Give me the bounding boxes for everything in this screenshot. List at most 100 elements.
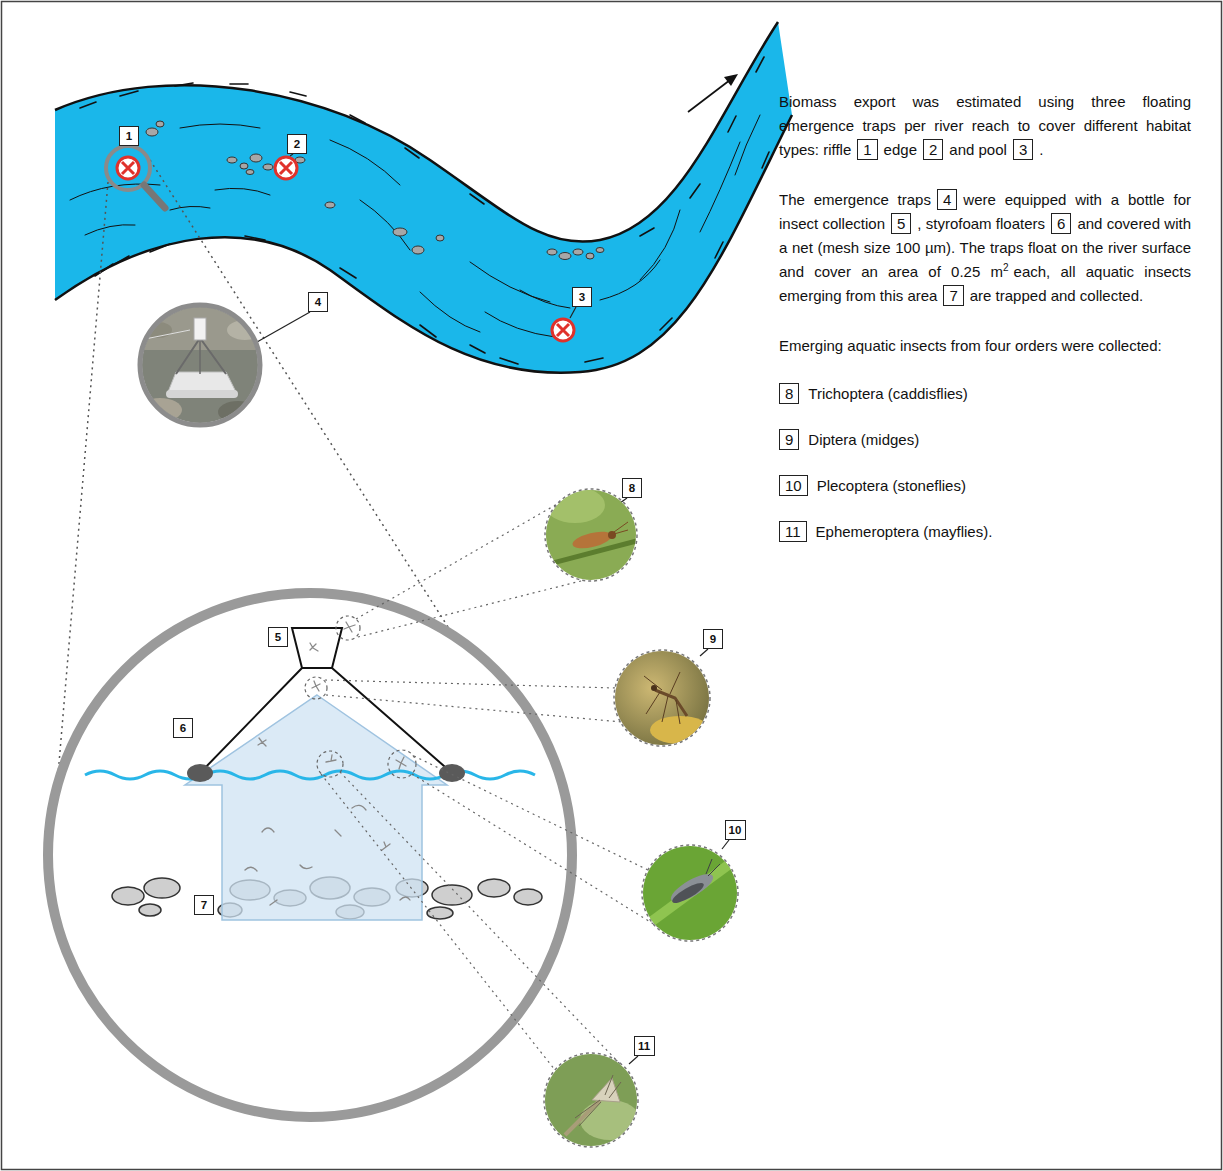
bank-hatching — [585, 358, 603, 362]
flow-lines — [170, 206, 210, 210]
photo-leaders — [326, 695, 622, 722]
callout-number: 9 — [710, 633, 716, 645]
trap-photo — [140, 305, 260, 425]
trap-marker — [122, 162, 134, 174]
callout-number: 2 — [294, 138, 300, 150]
bank-hatching — [175, 83, 193, 86]
bank-hatching — [230, 83, 248, 85]
bank-hatching — [690, 184, 700, 198]
callout-box: 6 — [173, 718, 193, 738]
insects — [270, 900, 277, 905]
gravel — [573, 249, 583, 255]
bank-hatching — [115, 256, 129, 264]
trap-marker — [117, 157, 139, 179]
bank-hatching — [290, 92, 306, 96]
insects — [352, 805, 366, 810]
bank-hatching — [120, 91, 138, 96]
gravel — [412, 246, 424, 254]
flow-lines — [70, 115, 760, 337]
insects — [245, 622, 410, 905]
caddisfly-photo — [545, 489, 637, 581]
inline-callout-number: 9 — [779, 429, 799, 450]
caddisfly-photo — [540, 485, 650, 585]
leader-lines — [700, 649, 708, 656]
bank-hatching — [95, 264, 113, 276]
water-surface — [85, 771, 535, 779]
stones — [478, 879, 510, 897]
stones — [432, 885, 472, 905]
stonefly-photo — [640, 843, 740, 943]
callout-number: 4 — [315, 296, 321, 308]
trap-photo — [138, 305, 263, 425]
gravel — [146, 121, 604, 260]
body-text: , styrofoam floaters — [917, 215, 1045, 232]
insect-highlights — [388, 750, 416, 778]
trap-marker — [275, 157, 297, 179]
photo-leaders — [340, 772, 622, 1066]
caddisfly-photo — [540, 485, 650, 585]
magnifier — [144, 185, 165, 208]
body-text: The emergence traps — [779, 191, 931, 208]
inline-callout-number: 10 — [779, 475, 808, 496]
callout-box: 9 — [703, 629, 723, 649]
collection-bottle — [292, 628, 342, 668]
bank-hatching — [80, 102, 96, 108]
photo-leaders — [412, 774, 660, 928]
insects — [258, 738, 266, 746]
leader-lines — [290, 154, 293, 156]
insects — [245, 867, 257, 871]
caddisfly-photo — [540, 485, 650, 585]
photo-leaders — [356, 491, 580, 619]
midge-photo — [612, 648, 712, 748]
river-bank — [55, 22, 778, 242]
body-text: and pool — [949, 141, 1007, 158]
body-text: are trapped and collected. — [970, 287, 1143, 304]
photo-leaders — [358, 580, 585, 637]
mayfly-photo — [575, 1100, 601, 1126]
body-text: Trichoptera (caddisflies) — [808, 385, 968, 402]
insect-highlights — [305, 677, 327, 699]
gravel — [156, 121, 164, 127]
flow-lines — [735, 115, 760, 175]
photo-leaders — [321, 774, 555, 1070]
gravel — [393, 228, 407, 236]
list-item: 10Plecoptera (stoneflies) — [779, 474, 1191, 498]
caddisfly-photo — [571, 528, 613, 551]
bank-hatching — [80, 57, 769, 364]
gravel — [596, 248, 604, 253]
gravel — [586, 253, 594, 259]
body-text: Ephemeroptera (mayflies). — [816, 523, 993, 540]
caddisfly-photo — [614, 522, 628, 534]
flow-lines — [85, 225, 135, 235]
bank-hatching — [756, 57, 764, 72]
midge-photo — [651, 685, 657, 691]
bank-hatching — [715, 242, 723, 258]
trap-photo — [176, 338, 226, 374]
callout-number: 1 — [126, 130, 132, 142]
trap-photo — [199, 338, 201, 374]
flow-lines — [360, 200, 410, 250]
flow-lines — [470, 262, 550, 302]
leader-lines — [629, 1056, 638, 1064]
gravel — [246, 170, 254, 175]
trap-marker — [552, 319, 574, 341]
flow-lines — [215, 188, 270, 195]
photo-leaders — [325, 680, 616, 688]
inline-callout-number: 2 — [923, 139, 943, 160]
mayfly-photo — [605, 1075, 621, 1098]
callout-box: 8 — [622, 478, 642, 498]
gravel — [559, 253, 571, 260]
leader-lines — [570, 307, 576, 318]
trap-schematic — [48, 491, 660, 1117]
inline-callout-number: 7 — [943, 285, 963, 306]
flow-lines — [180, 124, 260, 128]
bank-hatching — [762, 152, 769, 168]
trap-photo — [138, 305, 263, 425]
body-text: . — [1039, 141, 1043, 158]
insects — [300, 865, 312, 869]
stones — [144, 878, 180, 898]
paragraph: The emergence traps4were equipped with a… — [779, 188, 1191, 308]
mayfly-photo — [580, 1100, 640, 1140]
trap-photo — [168, 372, 236, 392]
